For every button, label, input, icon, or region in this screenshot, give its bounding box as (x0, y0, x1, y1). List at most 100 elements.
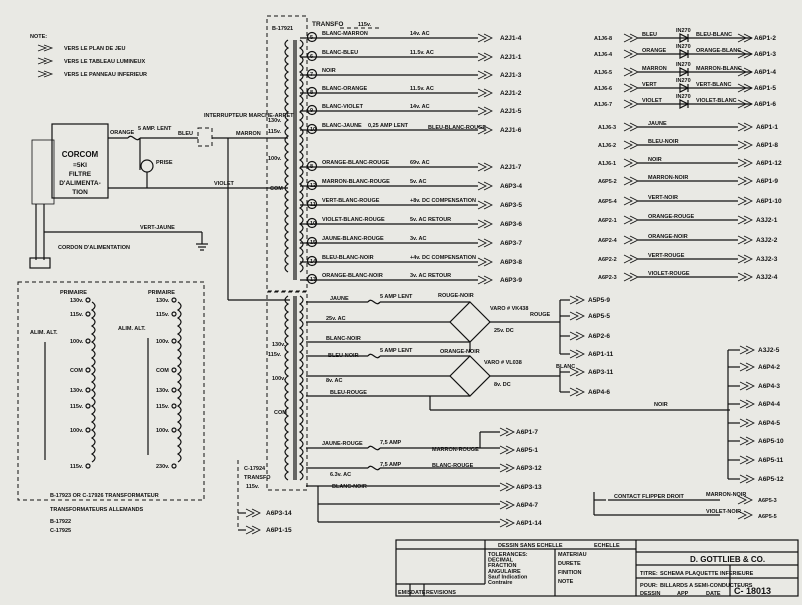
tb-tolerance-line: Sauf Indication (488, 574, 528, 580)
tb-number: C- 18013 (734, 586, 771, 596)
rectifier-output-label: A5P5-9 (588, 297, 610, 304)
diode-to: A6P1-4 (754, 69, 776, 76)
upper-pin-number: 9 (310, 108, 313, 114)
upper-wire-name: BLANC-ORANGE (322, 86, 368, 92)
note-legend: NOTE: VERS LE PLAN DE JEU VERS LE TABLEA… (30, 34, 147, 78)
right-arrow-out (737, 272, 753, 282)
right-wire: VIOLET-ROUGE (648, 271, 690, 277)
german-primaire-right: PRIMAIRE (148, 290, 175, 296)
diode-from: A1J6-5 (594, 70, 612, 76)
german-alim-right: ALIM. ALT. (118, 326, 146, 332)
upper-pin-number: 12 (310, 183, 316, 189)
right-wire: MARRON-NOIR (648, 175, 688, 181)
german-right-tap: 100v. (156, 428, 170, 434)
rect-out-arrow (569, 367, 585, 377)
upper-connector-label: A6P3-4 (500, 183, 522, 190)
lower-out-arrow (499, 445, 515, 455)
lower-tap-100: 100v. (272, 376, 286, 382)
german-left-tap: 115v. (70, 404, 84, 410)
german-part-2: C-17925 (50, 528, 71, 534)
right-to: A6P1-8 (756, 142, 778, 149)
right-arrow-out (737, 235, 753, 245)
upper-wire-value: 5v. AC (410, 179, 427, 185)
right-from: A1J6-1 (598, 161, 616, 167)
right-to: A3J2-2 (756, 237, 778, 244)
flipper-wire2: VIOLET-NOIR (706, 509, 741, 515)
lt-orange-noir: ORANGE-NOIR (440, 349, 480, 355)
transfo-tap-100: 100v. (268, 156, 282, 162)
upper-wire-value: 0,25 AMP LENT (368, 123, 409, 129)
bus-arrow (739, 474, 755, 484)
tb-echelle: ECHELLE (594, 543, 620, 549)
tap-dot (171, 297, 177, 303)
lower-tap-115: 115v. (268, 352, 282, 358)
connector-arrow (477, 162, 493, 172)
tap-dot (171, 311, 177, 317)
tap-dot (171, 463, 177, 469)
diode-arrow-in (623, 33, 639, 43)
right-from: A1J6-2 (598, 143, 616, 149)
right-to: A3J2-1 (756, 217, 778, 224)
diode-wire: VERT (642, 82, 657, 88)
lower-out-arrow (499, 518, 515, 528)
corcom-line-1: CORCOM (62, 150, 99, 159)
right-to: A3J2-4 (756, 274, 778, 281)
diode-wire2: VIOLET-BLANC (696, 98, 737, 104)
mains-fuse-label: 5 AMP. LENT (138, 126, 172, 132)
right-arrow-out (737, 176, 753, 186)
connector-arrow (477, 88, 493, 98)
german-right-tap: 115v. (156, 404, 170, 410)
german-left-tap: 115v. (70, 464, 84, 470)
transfo-tap-130: 130v. (268, 118, 282, 124)
tb-field: MATERIAU (558, 552, 587, 558)
german-caption-2: TRANSFORMATEURS ALLEMANDS (50, 507, 144, 513)
german-left-tap: COM (70, 368, 83, 374)
diode-arrow-in (623, 99, 639, 109)
upper-wire-value: 11.5v. AC (410, 50, 434, 56)
cordon-label: CORDON D'ALIMENTATION (58, 245, 130, 251)
right-arrow-out (737, 196, 753, 206)
right-to: A6P1-12 (756, 160, 782, 167)
upper-wire-value: 14v. AC (410, 31, 430, 37)
pin-circle (306, 31, 318, 43)
lower-out-arrow (499, 500, 515, 510)
upper-connector-label: A2J1-4 (500, 35, 522, 42)
diode-part: IN270 (676, 78, 691, 84)
right-from: A6P2-3 (598, 275, 617, 281)
lower-tap-com: COM (274, 410, 287, 416)
lt-rouge-noir: ROUGE-NOIR (438, 293, 474, 299)
tb-pour-label: POUR: (640, 583, 658, 589)
lt-25vac: 25v. AC (326, 316, 346, 322)
right-arrow-out (737, 140, 753, 150)
note-item-3: VERS LE PANNEAU INFERIEUR (64, 72, 147, 78)
diode-arrow-out (737, 49, 753, 59)
lt-blanc-noir-2: BLANC-NOIR (332, 484, 367, 490)
right-arrow-in (623, 254, 639, 264)
lt-8vdc: 8v. DC (494, 382, 511, 388)
lower-transfo-title: TRANSFO (244, 475, 271, 481)
upper-connector-label: A2J1-7 (500, 164, 522, 171)
upper-pin-number: 8 (310, 164, 313, 170)
tb-field: NOTE (558, 579, 574, 585)
german-left-tap: 130v. (70, 388, 84, 394)
tb-tolerance-line: DECIMAL (488, 558, 514, 564)
bus-label: A3J2-5 (758, 347, 780, 354)
bottom-left-label: A6P3-14 (266, 510, 292, 517)
german-primaire-left: PRIMAIRE (60, 290, 87, 296)
upper-wire-name: BLANC-JAUNE (322, 123, 362, 129)
diode-arrow-out (737, 33, 753, 43)
tb-pour: BILLARDS A SEMI-CONDUCTEURS (660, 583, 753, 589)
upper-connector-label: A2J1-6 (500, 127, 522, 134)
diode-wire: ORANGE (642, 48, 666, 54)
german-left-tap: 130v. (70, 298, 84, 304)
right-arrow-in (623, 122, 639, 132)
diode-to: A6P1-6 (754, 101, 776, 108)
lt-jaune: JAUNE (330, 296, 349, 302)
corcom-line-5: TION (72, 189, 88, 196)
upper-wire-name: VIOLET-BLANC-ROUGE (322, 217, 385, 223)
pin-circle (306, 255, 318, 267)
german-right-tap: 130v. (156, 298, 170, 304)
upper-wire-extra: BLEU-BLANC-ROUGE (428, 125, 486, 131)
